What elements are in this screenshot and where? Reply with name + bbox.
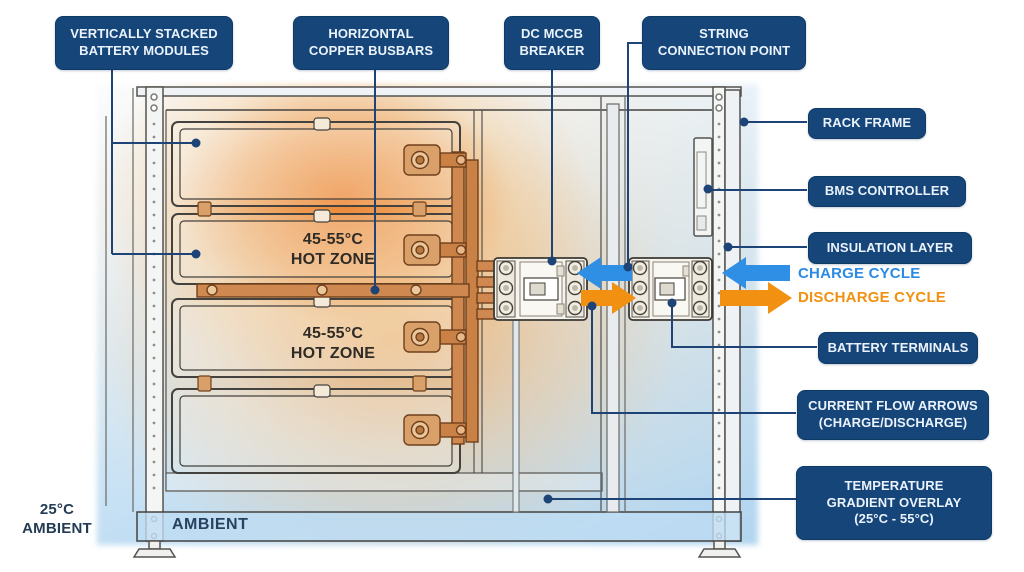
callout-battery-terminals: BATTERY TERMINALS (818, 332, 978, 364)
charge-cycle-label: CHARGE CYCLE (798, 265, 921, 282)
rack-post-hole (152, 460, 156, 464)
rack-post-hole (717, 447, 721, 451)
battery-terminal-3 (403, 321, 467, 353)
rack-post-hole (152, 135, 156, 139)
rack-post-holes (152, 122, 721, 490)
battery-terminal-4 (403, 414, 467, 446)
rack-post-hole (717, 278, 721, 282)
battery-module-1 (171, 117, 461, 207)
rack-feet (132, 540, 742, 558)
rack-post-hole (717, 200, 721, 204)
rack-post-hole (152, 122, 156, 126)
rack-post-hole (717, 356, 721, 360)
rack-post-hole (152, 447, 156, 451)
rack-post-hole (717, 486, 721, 490)
rack-post-hole (152, 161, 156, 165)
battery-module-2 (171, 209, 461, 285)
battery-module-3 (171, 294, 461, 378)
rack-post-hole (717, 239, 721, 243)
callout-temperature-gradient-overlay: TEMPERATURE GRADIENT OVERLAY (25°C - 55°… (796, 466, 992, 540)
dc-mccb-breaker (493, 257, 588, 321)
rack-post-hole (717, 473, 721, 477)
rack-post-hole (717, 161, 721, 165)
rack-post-hole (152, 174, 156, 178)
string-connection-breaker (628, 257, 713, 321)
rack-post-hole (717, 317, 721, 321)
rack-post-hole (152, 395, 156, 399)
battery-modules (171, 117, 461, 474)
rack-post-hole (717, 395, 721, 399)
rack-post-hole (717, 330, 721, 334)
rack-post-hole (717, 265, 721, 269)
rack-post-hole (717, 434, 721, 438)
hot-zone-label-lower: 45-55°C HOT ZONE (290, 325, 376, 362)
rack-post-hole (152, 421, 156, 425)
charge-arrow-inner (577, 257, 632, 289)
horizontal-main-busbar (196, 283, 470, 298)
rack-post-hole (152, 473, 156, 477)
callout-leader-lines (111, 42, 817, 500)
battery-terminal-1 (403, 144, 467, 176)
copper-busbars (196, 144, 498, 446)
battery-module-4 (171, 384, 461, 474)
callout-dc-mccb-breaker: DC MCCB BREAKER (504, 16, 600, 70)
bms-controller (693, 137, 713, 237)
discharge-cycle-label: DISCHARGE CYCLE (798, 289, 947, 306)
rack-post-hole (152, 408, 156, 412)
rack-post-hole (717, 252, 721, 256)
rack-post-hole (717, 408, 721, 412)
callout-horizontal-copper-busbars: HORIZONTAL COPPER BUSBARS (293, 16, 449, 70)
rack-post-hole (717, 421, 721, 425)
rack-post-hole (152, 356, 156, 360)
rack-post-hole (152, 226, 156, 230)
callout-rack-frame: RACK FRAME (808, 108, 926, 139)
rack-post-hole (717, 135, 721, 139)
rack-post-hole (717, 122, 721, 126)
hot-zone-label-upper: 45-55°C HOT ZONE (290, 231, 376, 268)
callout-current-flow-arrows: CURRENT FLOW ARROWS (CHARGE/DISCHARGE) (797, 390, 989, 440)
discharge-arrow-outer (720, 282, 792, 314)
rack-post-hole (152, 304, 156, 308)
rack-post-hole (152, 486, 156, 490)
rack-post-right (712, 86, 726, 542)
callout-vertically-stacked-battery-modules: VERTICALLY STACKED BATTERY MODULES (55, 16, 233, 70)
rack-post-hole (717, 304, 721, 308)
rack-frame-structure (105, 86, 742, 558)
insulation-panel (724, 89, 741, 542)
leader-dots (191, 117, 749, 504)
rack-post-hole (152, 369, 156, 373)
rack-post-hole (152, 239, 156, 243)
rack-post-hole (152, 213, 156, 217)
rack-post-hole (152, 265, 156, 269)
rack-post-hole (717, 369, 721, 373)
rack-post-hole (717, 460, 721, 464)
rack-post-hole (717, 382, 721, 386)
rack-post-hole (152, 278, 156, 282)
rack-post-left (145, 86, 164, 542)
rack-post-hole (152, 187, 156, 191)
ambient-outside-label: 25°C AMBIENT (22, 501, 92, 537)
rack-post-hole (717, 174, 721, 178)
battery-terminal-2 (403, 234, 467, 266)
rack-post-hole (152, 291, 156, 295)
rack-post-hole (717, 291, 721, 295)
rack-post-hole (152, 434, 156, 438)
rack-post-hole (717, 148, 721, 152)
rack-post-hole (152, 148, 156, 152)
ambient-base-label: AMBIENT (172, 516, 249, 533)
callout-insulation-layer: INSULATION LAYER (808, 232, 972, 264)
callout-bms-controller: BMS CONTROLLER (808, 176, 966, 207)
rack-post-hole (717, 226, 721, 230)
charge-arrow-outer (722, 257, 790, 289)
callout-string-connection-point: STRING CONNECTION POINT (642, 16, 806, 70)
rack-post-hole (152, 200, 156, 204)
rack-post-hole (152, 382, 156, 386)
rack-post-hole (717, 213, 721, 217)
rack-post-hole (152, 317, 156, 321)
module-clips (197, 201, 427, 392)
rack-post-hole (717, 343, 721, 347)
rack-post-hole (152, 343, 156, 347)
rack-post-hole (152, 330, 156, 334)
